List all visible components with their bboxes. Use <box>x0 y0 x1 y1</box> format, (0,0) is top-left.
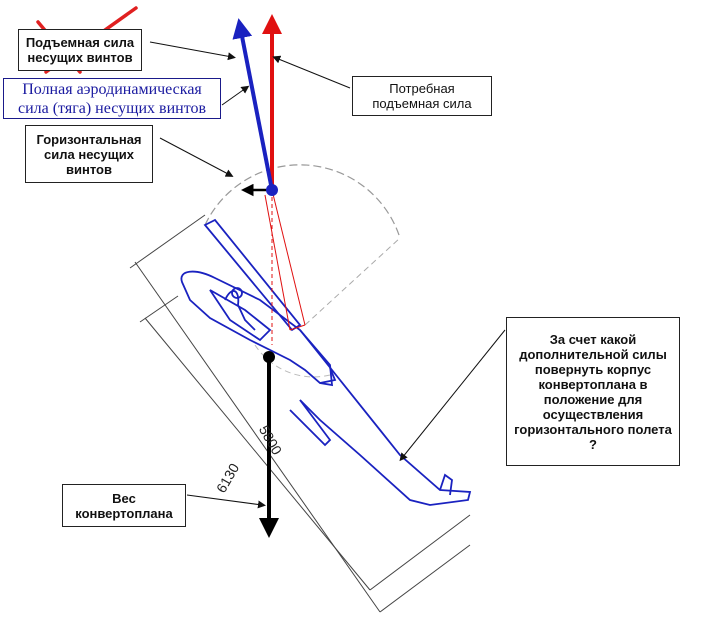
question-label: За счет какой дополнительной силы поверн… <box>506 317 680 466</box>
required-lift-label: Потребная подъемная сила <box>352 76 492 116</box>
dimension-lines <box>129 214 471 613</box>
leader-arrows <box>149 41 506 509</box>
convertiplane-outline <box>180 218 472 506</box>
weight-label: Вес конвертоплана <box>62 484 186 527</box>
center-of-gravity-dot <box>263 351 275 363</box>
rotor-lift-label: Подъемная сила несущих винтов <box>18 29 142 71</box>
total-aero-force-label: Полная аэродинамическая сила (тяга) несу… <box>3 78 221 119</box>
rotation-arc <box>204 164 401 239</box>
total-aero-force-arrow <box>232 18 274 191</box>
rotor-hub-dot <box>266 184 278 196</box>
lower-arc <box>254 344 331 378</box>
thrust-decomposition-lines <box>264 189 306 345</box>
horizontal-force-label: Горизонтальная сила несущих винтов <box>25 125 153 183</box>
